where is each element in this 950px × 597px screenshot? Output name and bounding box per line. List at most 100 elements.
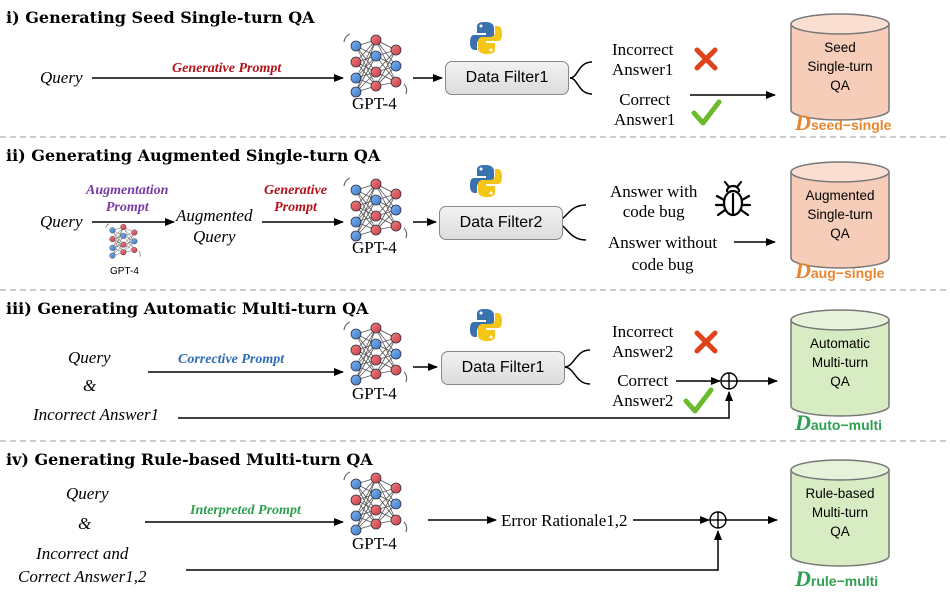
python-logo-eye [479, 311, 483, 315]
dataset-label: Daug−single [795, 258, 885, 283]
network-edge [355, 183, 377, 237]
check-icon [683, 387, 714, 414]
network-node [370, 472, 382, 484]
label-line: Answer1 [612, 60, 674, 79]
label-line: Multi-turn [811, 505, 869, 520]
label-line: Answer2 [612, 342, 674, 361]
dataset-label: Dseed−single [795, 110, 892, 135]
network-node [350, 494, 362, 506]
network-node [390, 514, 402, 526]
network-node [131, 229, 138, 236]
network-node [370, 50, 382, 62]
dataset-label: Dauto−multi [795, 410, 883, 435]
section-title: ii) Generating Augmented Single-turn QA [6, 146, 381, 165]
network-node [350, 510, 362, 522]
query-label: Query [40, 68, 83, 87]
network-edge [375, 49, 397, 87]
network-edge [375, 487, 397, 525]
network-arc [403, 521, 408, 533]
label-line: Answer1 [614, 110, 676, 129]
query-label: Query [68, 348, 111, 367]
network-node [370, 368, 382, 380]
neural-network-icon [343, 33, 408, 98]
network-node [390, 204, 402, 216]
label-line: Seed [824, 40, 856, 55]
network-edge [112, 235, 124, 256]
network-edge [355, 199, 377, 237]
network-node [390, 60, 402, 72]
network-node [350, 86, 362, 98]
python-logo-blue [470, 22, 494, 50]
network-arc [343, 177, 351, 187]
label-line: Prompt [274, 200, 317, 215]
network-node [109, 244, 116, 251]
oplus-icon [720, 372, 738, 390]
clean-answer-label: Answer without code bug [608, 232, 717, 276]
incorrect-answer-input-label: Incorrect Answer1 [33, 405, 160, 424]
network-node [350, 72, 362, 84]
bug-icon [714, 180, 752, 217]
network-node [109, 252, 116, 259]
network-arc [343, 33, 351, 43]
network-edge [355, 493, 377, 531]
network-node [390, 188, 402, 200]
python-logo-eye [489, 335, 493, 339]
network-arc [403, 83, 408, 95]
label-line: Generative [264, 183, 327, 198]
network-node [350, 56, 362, 68]
answers-input-label: Incorrect and Correct Answer1,2 [18, 542, 146, 588]
network-node [370, 194, 382, 206]
label-line: Answer without [608, 233, 718, 252]
section-title: i) Generating Seed Single-turn QA [6, 8, 315, 27]
label-line: Augmented [805, 188, 875, 203]
network-node [350, 524, 362, 536]
network-node [120, 249, 127, 256]
section-divider [0, 136, 950, 442]
ampersand-label: & [83, 376, 97, 395]
corrective-prompt-label: Corrective Prompt [178, 352, 285, 367]
section-title: iv) Generating Rule-based Multi-turn QA [6, 450, 373, 469]
network-edge [355, 327, 377, 381]
python-logo-eye [479, 24, 483, 28]
label-line: Automatic [809, 336, 871, 351]
label-line: Incorrect and [36, 544, 129, 563]
label-line: code bug [622, 202, 685, 221]
query-label: Query [40, 212, 83, 231]
label-line: code bug [631, 255, 694, 274]
network-node [109, 236, 116, 243]
network-arc [343, 471, 351, 481]
network-node [390, 220, 402, 232]
small-gpt4-label: GPT-4 [110, 266, 139, 277]
check-icon [691, 99, 722, 126]
network-edge [355, 55, 377, 93]
network-node [350, 184, 362, 196]
network-node [370, 34, 382, 46]
incorrect-answer-label: Incorrect Answer1 [612, 40, 673, 80]
section-title: iii) Generating Automatic Multi-turn QA [6, 299, 369, 318]
network-node [350, 230, 362, 242]
network-node [370, 488, 382, 500]
interpreted-prompt-label: Interpreted Prompt [190, 503, 301, 518]
python-logo-yellow [478, 313, 502, 341]
python-logo-icon [470, 22, 502, 54]
gpt4-label: GPT-4 [352, 238, 397, 257]
python-logo-yellow [478, 26, 502, 54]
network-edge [355, 183, 377, 223]
neural-network-icon [343, 321, 408, 386]
network-edge [355, 327, 377, 367]
network-node [350, 344, 362, 356]
label-line: Answer2 [612, 391, 674, 410]
network-node [390, 44, 402, 56]
label-line: Single-turn [807, 59, 873, 74]
python-logo-yellow [478, 169, 502, 197]
network-node [390, 348, 402, 360]
network-node [350, 374, 362, 386]
label-line: QA [830, 374, 850, 389]
label-line: Correct [617, 371, 669, 390]
label-line: Prompt [105, 200, 149, 215]
python-logo-icon [470, 309, 502, 341]
network-node [350, 328, 362, 340]
